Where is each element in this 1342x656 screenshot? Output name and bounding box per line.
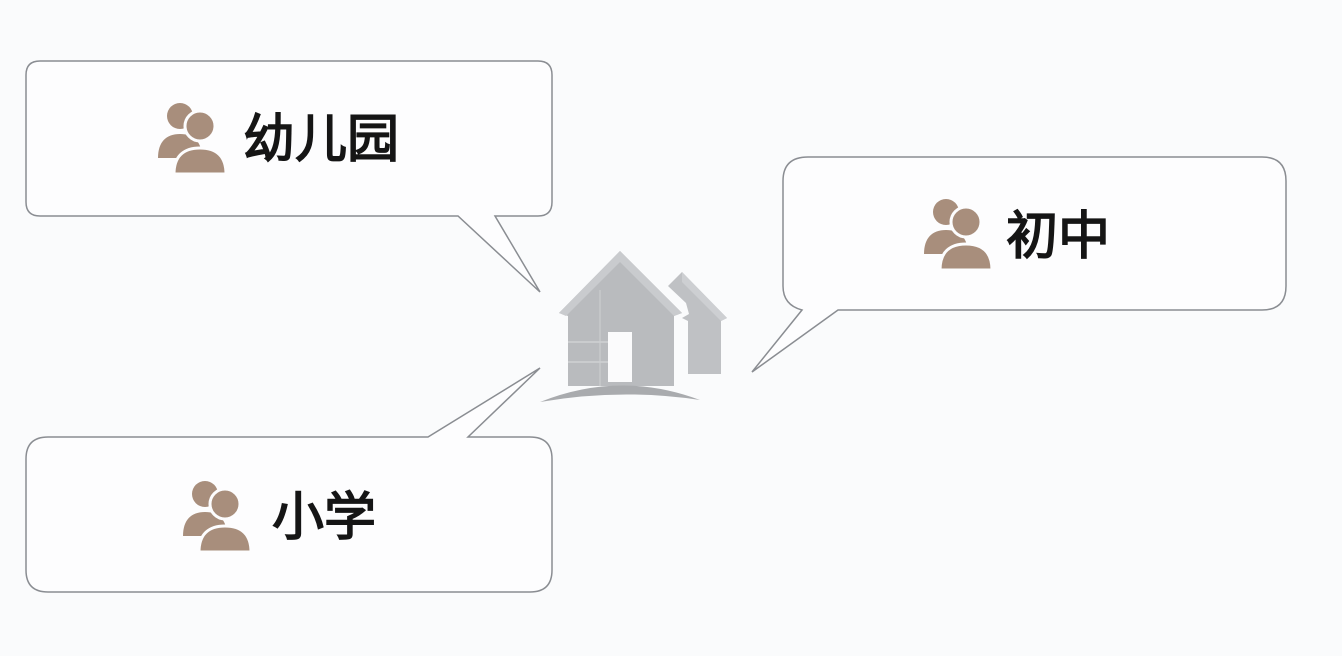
bubble-kindergarten-shape: [25, 60, 553, 293]
bubble-label-kindergarten: 幼儿园: [243, 110, 399, 170]
bubble-label-primary-school: 小学: [272, 488, 376, 548]
bubble-junior-high-shape: [751, 156, 1287, 373]
bubble-primary-school: 小学: [25, 367, 553, 593]
bubble-label-junior-high: 初中: [1006, 207, 1110, 267]
bubble-primary-school-shape: [25, 367, 553, 593]
bubble-junior-high: 初中: [751, 156, 1287, 373]
bubble-kindergarten: 幼儿园: [25, 60, 553, 293]
house-icon: [540, 251, 727, 402]
